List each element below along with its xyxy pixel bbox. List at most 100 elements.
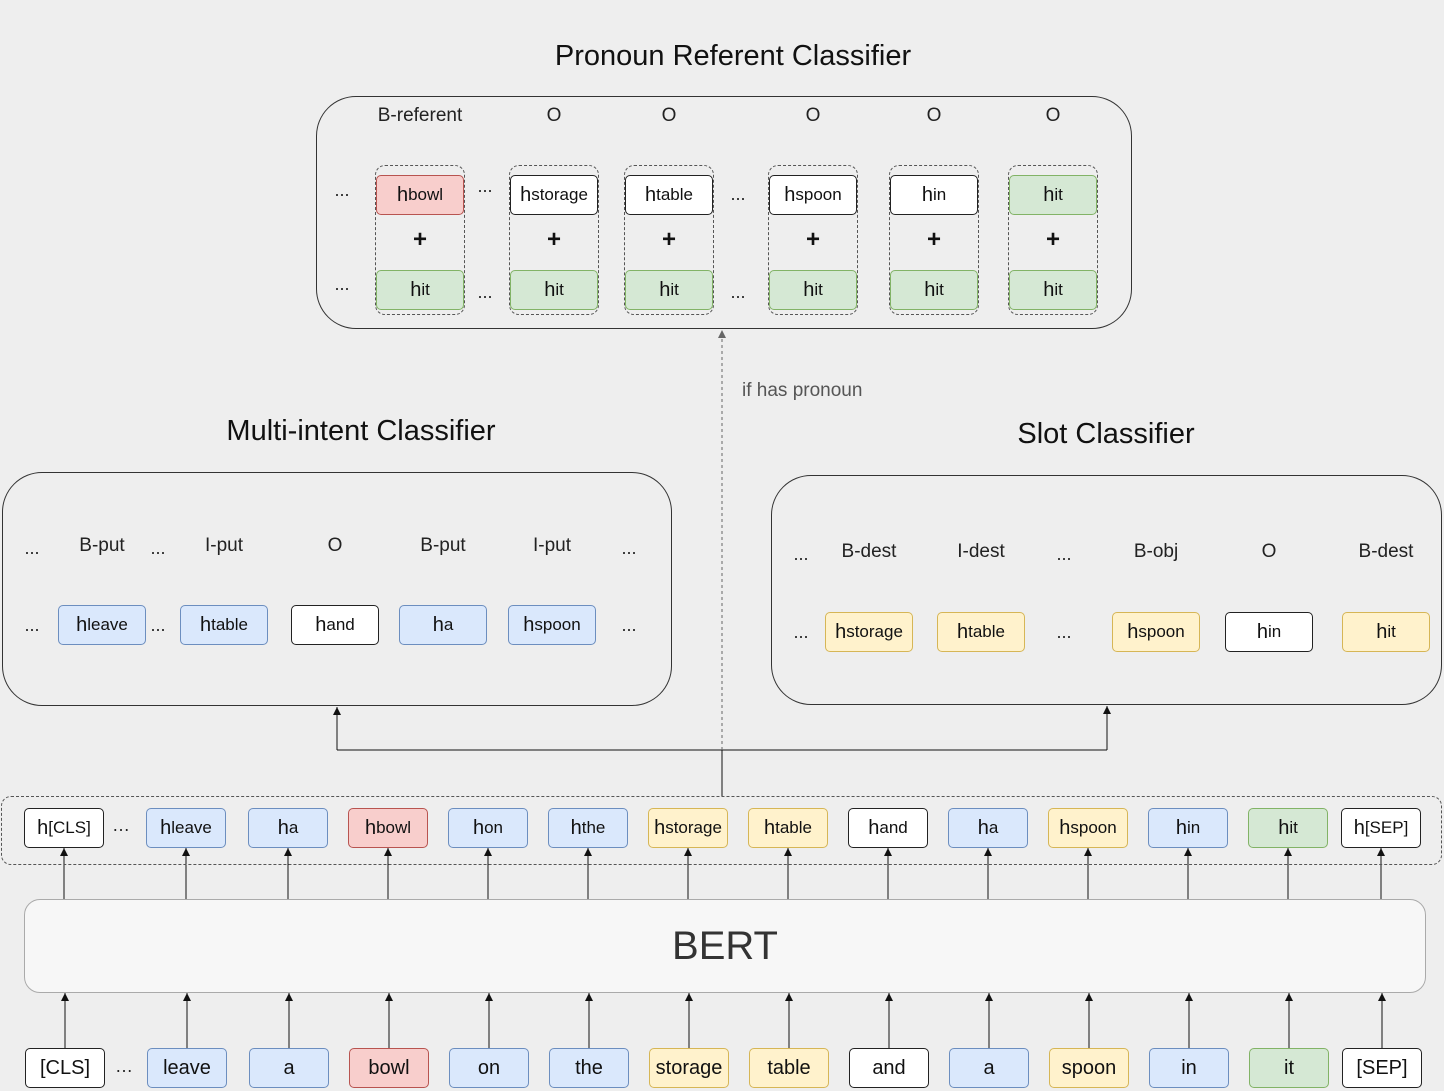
bert-to-hidden-arrow-3-arrowhead [384, 848, 392, 856]
intent-classifier-panel [2, 472, 672, 706]
token-11: in [1149, 1048, 1229, 1088]
token-arrow-8-arrowhead [885, 993, 893, 1001]
intent-node-4-base: h [523, 613, 535, 636]
hidden-state-6-sub: storage [665, 818, 722, 837]
token-7: table [749, 1048, 829, 1088]
pronoun-ellipsis-3: ... [334, 274, 350, 294]
hidden-ellipsis: … [112, 815, 130, 835]
token-1: leave [147, 1048, 227, 1088]
hidden-state-3-sub: bowl [376, 818, 412, 837]
slot-label-1: I-dest [957, 541, 1005, 562]
pronoun-anchor-5-base: h [1043, 278, 1055, 301]
token-10: spoon [1049, 1048, 1129, 1088]
intent-node-0-base: h [76, 613, 88, 636]
hidden-state-0-base: h [37, 816, 49, 839]
bert-to-hidden-arrow-12-arrowhead [1284, 848, 1292, 856]
pronoun-candidate-5-sub: it [1054, 185, 1063, 204]
token-arrow-5-arrowhead [585, 993, 593, 1001]
slot-ellipsis-1: ... [1056, 544, 1072, 564]
bert-to-hidden-arrow-2-arrowhead [284, 848, 292, 856]
token-2: a [249, 1048, 329, 1088]
intent-ellipsis-5: ... [621, 615, 637, 635]
hidden-state-4-sub: on [484, 818, 504, 837]
slot-label-4: B-dest [1358, 541, 1414, 562]
pronoun-candidate-1-sub: storage [531, 185, 588, 204]
hidden-state-7-base: h [764, 816, 776, 839]
intent-label-0: B-put [79, 535, 125, 556]
pronoun-candidate-3-base: h [784, 183, 796, 206]
hidden-state-2-sub: a [288, 818, 299, 837]
slot-node-2-base: h [1127, 620, 1139, 643]
hidden-state-0-sub: [CLS] [48, 818, 91, 837]
pronoun-anchor-2-sub: it [670, 280, 679, 299]
to-slot-arrow-arrowhead [1103, 706, 1111, 714]
intent-ellipsis-2: ... [621, 538, 637, 558]
slot-label-3: O [1261, 541, 1277, 562]
token-9: a [949, 1048, 1029, 1088]
pronoun-pair-group-1 [509, 165, 599, 315]
slot-label-0: B-dest [841, 541, 897, 562]
pronoun-anchor-1-sub: it [555, 280, 564, 299]
hidden-state-12-sub: it [1289, 818, 1298, 837]
intent-node-4-sub: spoon [534, 615, 581, 634]
pronoun-label-0: B-referent [377, 105, 463, 126]
token-arrow-6-arrowhead [685, 993, 693, 1001]
intent-node-0-sub: leave [87, 615, 128, 634]
pronoun-plus-5: + [1045, 226, 1061, 253]
token-arrow-10-arrowhead [1085, 993, 1093, 1001]
hidden-state-10-base: h [1059, 816, 1071, 839]
slot-ellipsis-0: ... [793, 544, 809, 564]
hidden-state-11-base: h [1175, 816, 1187, 839]
slot-node-3-sub: in [1267, 622, 1282, 641]
token-4: on [449, 1048, 529, 1088]
intent-node-1-base: h [200, 613, 212, 636]
to-pronoun-arrow-arrowhead [718, 330, 726, 338]
bert-to-hidden-arrow-7-arrowhead [784, 848, 792, 856]
intent-node-2-sub: and [326, 615, 355, 634]
token-12: it [1249, 1048, 1329, 1088]
pronoun-candidate-2-sub: table [656, 185, 693, 204]
hidden-state-3-base: h [364, 816, 377, 839]
pronoun-candidate-2-base: h [645, 183, 657, 206]
pronoun-pair-group-2 [624, 165, 714, 315]
pronoun-plus-3: + [805, 226, 821, 253]
hidden-state-13-base: h [1353, 816, 1365, 839]
slot-node-4-sub: it [1387, 622, 1396, 641]
hidden-states-group [1, 796, 1442, 865]
pronoun-label-3: O [805, 105, 821, 126]
pronoun-candidate-4-base: h [921, 183, 933, 206]
hidden-state-13: h[SEP] [1341, 808, 1421, 848]
to-intent-arrow-arrowhead [333, 707, 341, 715]
intent-ellipsis-0: ... [24, 538, 40, 558]
pronoun-pair-group-0 [375, 165, 465, 315]
slot-node-2-sub: spoon [1138, 622, 1185, 641]
bert-to-hidden-arrow-11-arrowhead [1184, 848, 1192, 856]
bert-to-hidden-arrow-1-arrowhead [182, 848, 190, 856]
token-6: storage [649, 1048, 729, 1088]
slot-node-0-base: h [835, 620, 847, 643]
pronoun-plus-1: + [546, 226, 562, 253]
hidden-state-0: h[CLS] [24, 808, 104, 848]
intent-label-1: I-put [204, 535, 244, 556]
token-5: the [549, 1048, 629, 1088]
bert-to-hidden-arrow-0-arrowhead [60, 848, 68, 856]
condition-label: if has pronoun [742, 380, 863, 401]
